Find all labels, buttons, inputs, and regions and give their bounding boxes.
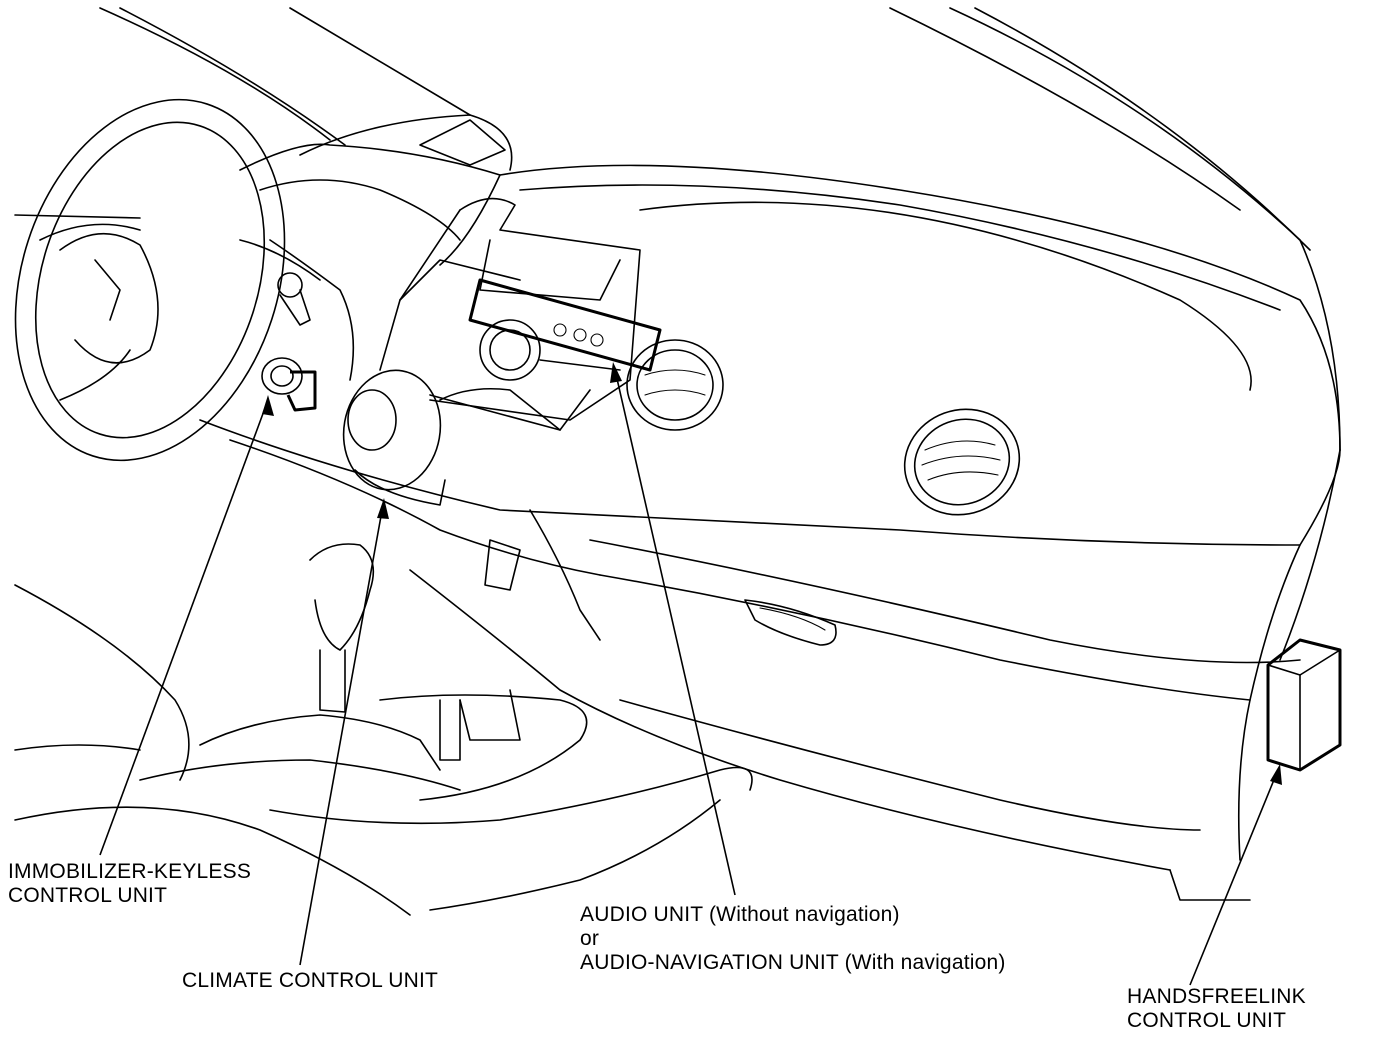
seat-outlines (14, 584, 411, 916)
windshield-lines (99, 7, 1341, 451)
steering-wheel (14, 98, 286, 462)
handsfreelink-box (1266, 638, 1342, 772)
label-handsfree: HANDSFREELINK CONTROL UNIT (1127, 985, 1306, 1033)
immobilizer-arrowhead (262, 395, 274, 416)
climate-control-assembly (342, 259, 561, 506)
handsfree-arrowhead (1270, 764, 1282, 785)
audio-leader (614, 369, 736, 896)
glove-box-handle (744, 599, 837, 646)
center-console (139, 509, 753, 911)
label-immobilizer-line1: IMMOBILIZER-KEYLESS (8, 860, 252, 883)
label-audio-line3: AUDIO-NAVIGATION UNIT (With navigation) (580, 951, 1006, 974)
right-air-vent (903, 408, 1021, 516)
instrument-cluster (239, 114, 513, 381)
audio-arrowhead (610, 362, 622, 383)
label-audio-line1: AUDIO UNIT (Without navigation) (580, 903, 900, 926)
label-climate: CLIMATE CONTROL UNIT (182, 969, 439, 992)
label-immobilizer: IMMOBILIZER-KEYLESS CONTROL UNIT (8, 860, 251, 908)
label-audio: AUDIO UNIT (Without navigation) or AUDIO… (580, 903, 1006, 975)
immobilizer-leader (99, 399, 269, 856)
dashboard-body (199, 164, 1341, 901)
handsfree-leader (1189, 769, 1279, 986)
center-air-vent (626, 339, 724, 431)
climate-leader (299, 504, 384, 966)
leader-lines (99, 362, 1282, 986)
label-audio-line2: or (580, 927, 600, 950)
label-handsfree-line1: HANDSFREELINK (1127, 985, 1306, 1008)
immobilizer-unit (261, 357, 317, 412)
audio-unit-highlight (468, 278, 662, 372)
label-immobilizer-line2: CONTROL UNIT (8, 884, 168, 907)
label-handsfree-line2: CONTROL UNIT (1127, 1009, 1287, 1032)
climate-arrowhead (377, 498, 389, 519)
